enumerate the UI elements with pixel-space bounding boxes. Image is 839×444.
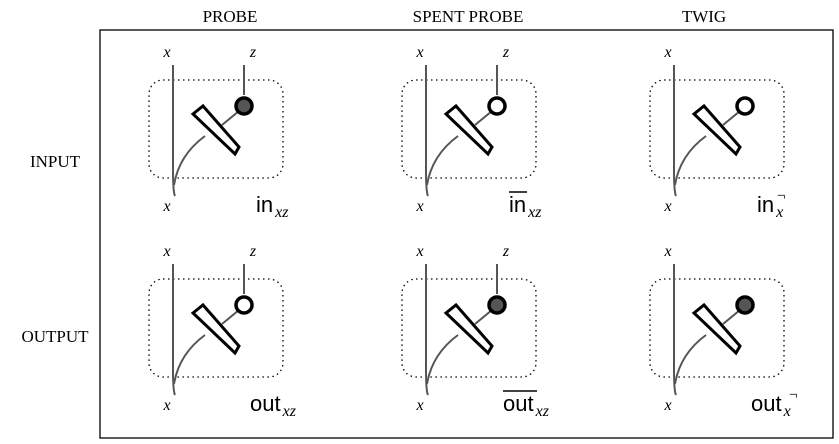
bottom-x-label: x <box>162 397 170 414</box>
row-header-input: INPUT <box>30 152 81 171</box>
bottom-x-label: x <box>663 397 671 414</box>
top-x-label: x <box>162 243 170 260</box>
x-wire <box>425 264 429 396</box>
x-wire <box>425 65 429 197</box>
top-z-label: z <box>249 243 257 260</box>
row-header-output: OUTPUT <box>21 327 89 346</box>
hollow-node <box>234 295 254 315</box>
top-x-label: x <box>663 243 671 260</box>
top-x-label: x <box>415 44 423 61</box>
bottom-x-label: x <box>162 198 170 215</box>
x-wire <box>673 65 677 197</box>
x-branch-curve <box>173 135 206 186</box>
grid-frame <box>99 29 834 439</box>
column-header-spent-probe: SPENT PROBE <box>413 7 524 26</box>
gadget-label-subscript: xz <box>274 204 289 221</box>
top-z-label: z <box>502 243 510 260</box>
gadget-label-main: in <box>256 192 273 217</box>
filled-node <box>234 96 254 116</box>
hollow-node <box>735 96 755 116</box>
x-wire <box>673 264 677 396</box>
negation-superscript: ¬ <box>789 387 797 403</box>
hollow-node <box>487 96 507 116</box>
gate-shape <box>691 302 742 356</box>
gadget-label-main: out <box>503 391 534 416</box>
gate-shape <box>443 302 494 356</box>
x-wire <box>172 65 176 197</box>
gadget-label-main: out <box>751 391 782 416</box>
top-x-label: x <box>162 44 170 61</box>
diagonal-wire <box>722 110 741 126</box>
gadget-label-subscript: x <box>783 403 791 420</box>
column-header-probe: PROBE <box>203 7 258 26</box>
gate-shape <box>190 103 241 157</box>
gate-shape <box>190 302 241 356</box>
gadget-label-subscript: xz <box>282 403 297 420</box>
diagonal-wire <box>474 110 493 126</box>
top-x-label: x <box>415 243 423 260</box>
gadget-label-main: out <box>250 391 281 416</box>
bottom-x-label: x <box>415 397 423 414</box>
x-branch-curve <box>426 135 459 186</box>
diagonal-wire <box>722 309 741 325</box>
diagonal-wire <box>221 309 240 325</box>
x-branch-curve <box>674 334 707 385</box>
gadget-label-subscript: xz <box>527 204 542 221</box>
x-branch-curve <box>173 334 206 385</box>
column-header-twig: TWIG <box>682 7 726 26</box>
x-branch-curve <box>674 135 707 186</box>
filled-node <box>735 295 755 315</box>
negation-superscript: ¬ <box>777 188 785 204</box>
diagonal-wire <box>474 309 493 325</box>
diagonal-wire <box>221 110 240 126</box>
top-z-label: z <box>249 44 257 61</box>
gadget-label-main: in <box>509 192 526 217</box>
filled-node <box>487 295 507 315</box>
gate-shape <box>443 103 494 157</box>
gadget-label-main: in <box>757 192 774 217</box>
gadget-label-subscript: xz <box>535 403 550 420</box>
top-x-label: x <box>663 44 671 61</box>
top-z-label: z <box>502 44 510 61</box>
x-wire <box>172 264 176 396</box>
x-branch-curve <box>426 334 459 385</box>
gadget-label-subscript: x <box>775 204 783 221</box>
bottom-x-label: x <box>415 198 423 215</box>
bottom-x-label: x <box>663 198 671 215</box>
gate-shape <box>691 103 742 157</box>
